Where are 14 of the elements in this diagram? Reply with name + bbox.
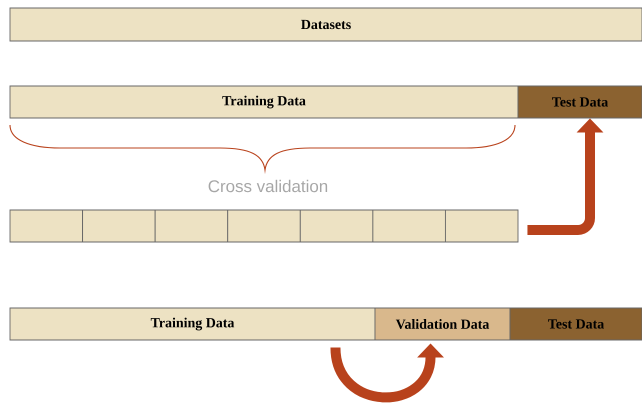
caption-text: Cross validation xyxy=(208,180,328,192)
data-box: Test Data xyxy=(518,86,642,118)
fold-box xyxy=(10,210,84,242)
fold-box xyxy=(300,210,374,242)
fold-box xyxy=(82,210,156,242)
fold-box xyxy=(372,210,446,242)
data-box: Validation Data xyxy=(374,308,510,340)
fold-box xyxy=(227,210,301,242)
data-box: Test Data xyxy=(510,308,642,340)
data-box: Training Data xyxy=(10,308,376,340)
fold-box xyxy=(154,210,228,242)
data-box: Datasets xyxy=(10,8,642,42)
data-box: Training Data xyxy=(10,86,518,118)
fold-box xyxy=(444,210,518,242)
